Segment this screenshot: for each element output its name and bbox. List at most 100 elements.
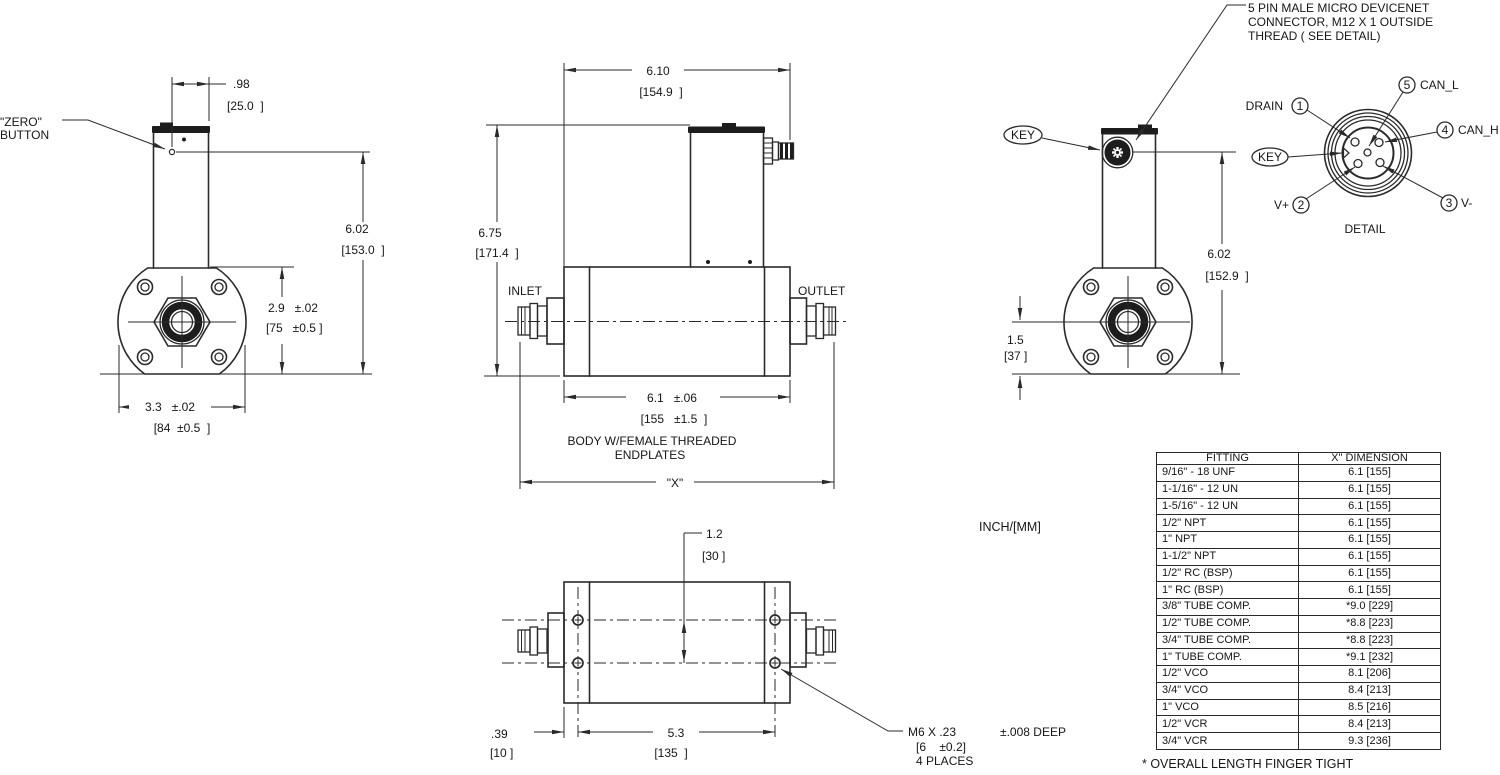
- fitting-cell: 1-1/16" - 12 UN: [1156, 480, 1299, 499]
- x-dimension-cell: *9.1 [232]: [1298, 648, 1441, 666]
- pin-1-label: DRAIN: [1246, 99, 1283, 113]
- m6-note-line1b: ±.008 DEEP: [1000, 725, 1066, 739]
- pin-2-label: V+: [1274, 198, 1289, 212]
- dim-side-width-mm: [154.9 ]: [639, 85, 682, 99]
- x-dimension-cell: 6.1 [155]: [1298, 464, 1441, 482]
- front-view: [117, 122, 247, 375]
- dim-side-height-mm: [171.4 ]: [475, 246, 518, 260]
- x-dimension-cell: *8.8 [223]: [1298, 614, 1441, 633]
- zero-button: [168, 148, 176, 156]
- dim-front-flange-w: 3.3 ±.02: [145, 400, 195, 414]
- side-view: INLET OUTLET: [505, 123, 850, 377]
- pin-4-label: CAN_H: [1458, 123, 1499, 137]
- rear-key-leader: [1041, 137, 1101, 151]
- front-bolt-holes: [136, 278, 228, 366]
- pin-3-label: V-: [1461, 196, 1472, 210]
- front-column-dot: [182, 137, 186, 142]
- fitting-cell: 1/2" NPT: [1156, 514, 1299, 532]
- dim-bottom-bolt-h-mm: [135 ]: [654, 746, 687, 760]
- body-label-1: BODY W/FEMALE THREADED: [568, 434, 737, 448]
- fitting-table-header-row: FITTING X" DIMENSION: [1156, 452, 1441, 465]
- dim-side-body: 6.1 ±.06: [647, 391, 697, 405]
- dim-front-height-mm: [153.0 ]: [341, 243, 384, 257]
- connector-note-line-3: THREAD ( SEE DETAIL): [1248, 29, 1380, 43]
- detail-keyway-notch: [1342, 146, 1350, 160]
- fitting-cell: 1/2" TUBE COMP.: [1156, 614, 1299, 633]
- pin-1-balloon: [1291, 97, 1309, 115]
- x-dimension-cell: 8.5 [216]: [1298, 698, 1441, 717]
- fitting-cell: 1" VCO: [1156, 698, 1299, 717]
- x-dimension-cell: 8.4 [213]: [1298, 681, 1441, 700]
- m6-note-line1a: M6 X .23: [908, 725, 956, 739]
- fitting-cell: 1" RC (BSP): [1156, 581, 1299, 599]
- connector-detail: 1 DRAIN 5 CAN_L 4 CAN_H KEY 2 V+ 3 V- DE…: [1246, 76, 1499, 236]
- detail-caption: DETAIL: [1344, 222, 1385, 236]
- fitting-cell: 1/2" VCR: [1156, 715, 1299, 733]
- rear-bolt-holes: [1082, 278, 1174, 366]
- rear-view-dimensions: KEY 6.02 [152.9 ] 1.5 [37 ]: [1003, 125, 1249, 400]
- m6-leader: [780, 668, 903, 732]
- dim-bottom-bolt-h: 5.3: [668, 726, 685, 740]
- fitting-table-row: 1/2" TUBE COMP.*8.8 [223]: [1156, 614, 1441, 633]
- dim-front-flange-h-mm: [75 ±0.5 ]: [266, 321, 323, 335]
- bottom-body: [563, 581, 791, 704]
- fitting-cell: 9/16" - 18 UNF: [1156, 464, 1299, 482]
- front-cap-bump: [160, 122, 173, 127]
- dim-rear-center-mm: [37 ]: [1004, 349, 1027, 363]
- pin-2-number: 2: [1298, 198, 1305, 212]
- pin-5-number: 5: [1404, 78, 1411, 92]
- dim-side-body-mm: [155 ±1.5 ]: [641, 412, 708, 426]
- dim-bottom-offset-mm: [10 ]: [490, 746, 513, 760]
- m6-note-line3: 4 PLACES: [916, 754, 973, 768]
- x-dimension-cell: 6.1 [155]: [1298, 581, 1441, 599]
- bottom-view: [502, 581, 838, 740]
- fitting-table-header-xdim: X" DIMENSION: [1298, 452, 1441, 465]
- connector-note-leader: [1135, 4, 1246, 141]
- x-dimension-cell: 8.4 [213]: [1298, 715, 1441, 733]
- side-cap-bump: [722, 123, 736, 128]
- inlet-label: INLET: [508, 284, 543, 298]
- fitting-cell: 1/2" VCO: [1156, 665, 1299, 683]
- dim-rear-center: 1.5: [1007, 333, 1024, 347]
- fitting-cell: 3/8" TUBE COMP.: [1156, 598, 1299, 616]
- bottom-view-dimensions: 1.2 [30 ] .39 [10 ] 5.3 [135 ] M6 X .23 …: [490, 527, 1066, 768]
- zero-button-leader: [62, 119, 166, 150]
- table-footnote: * OVERALL LENGTH FINGER TIGHT: [1142, 757, 1354, 771]
- detail-key-label: KEY: [1258, 150, 1282, 164]
- fitting-cell: 3/4" VCO: [1156, 681, 1299, 700]
- x-dimension-cell: 6.1 [155]: [1298, 547, 1441, 566]
- dim-front-flange-w-mm: [84 ±0.5 ]: [154, 421, 211, 435]
- pin-5-balloon: [1398, 76, 1416, 94]
- dim-bottom-bolt-v-mm: [30 ]: [702, 549, 725, 563]
- dim-rear-height: 6.02: [1207, 247, 1231, 261]
- pin-3-number: 3: [1446, 196, 1453, 210]
- pin-1-number: 1: [1297, 99, 1304, 113]
- m6-note-line2: [6 ±0.2]: [916, 740, 966, 754]
- fitting-table-row: 3/8" TUBE COMP.*9.0 [229]: [1156, 598, 1441, 616]
- fitting-table-header-fitting: FITTING: [1156, 452, 1299, 465]
- units-note: INCH/[MM]: [979, 520, 1041, 534]
- rear-connector: [1101, 136, 1134, 169]
- dim-side-width: 6.10: [646, 64, 670, 78]
- fitting-cell: 3/4" TUBE COMP.: [1156, 631, 1299, 650]
- x-dimension-cell: *9.0 [229]: [1298, 598, 1441, 616]
- rear-key-oval: [1003, 125, 1043, 145]
- front-view-dimensions: "ZERO" BUTTON .98 [25.0 ] 6.02 [153.0 ] …: [0, 77, 385, 435]
- x-dimension-cell: 6.1 [155]: [1298, 531, 1441, 549]
- connector-note-line-1: 5 PIN MALE MICRO DEVICENET: [1248, 1, 1430, 15]
- x-dimension-cell: 6.1 [155]: [1298, 514, 1441, 532]
- bottom-mounting-holes: [572, 614, 781, 669]
- dim-side-height: 6.75: [478, 226, 502, 240]
